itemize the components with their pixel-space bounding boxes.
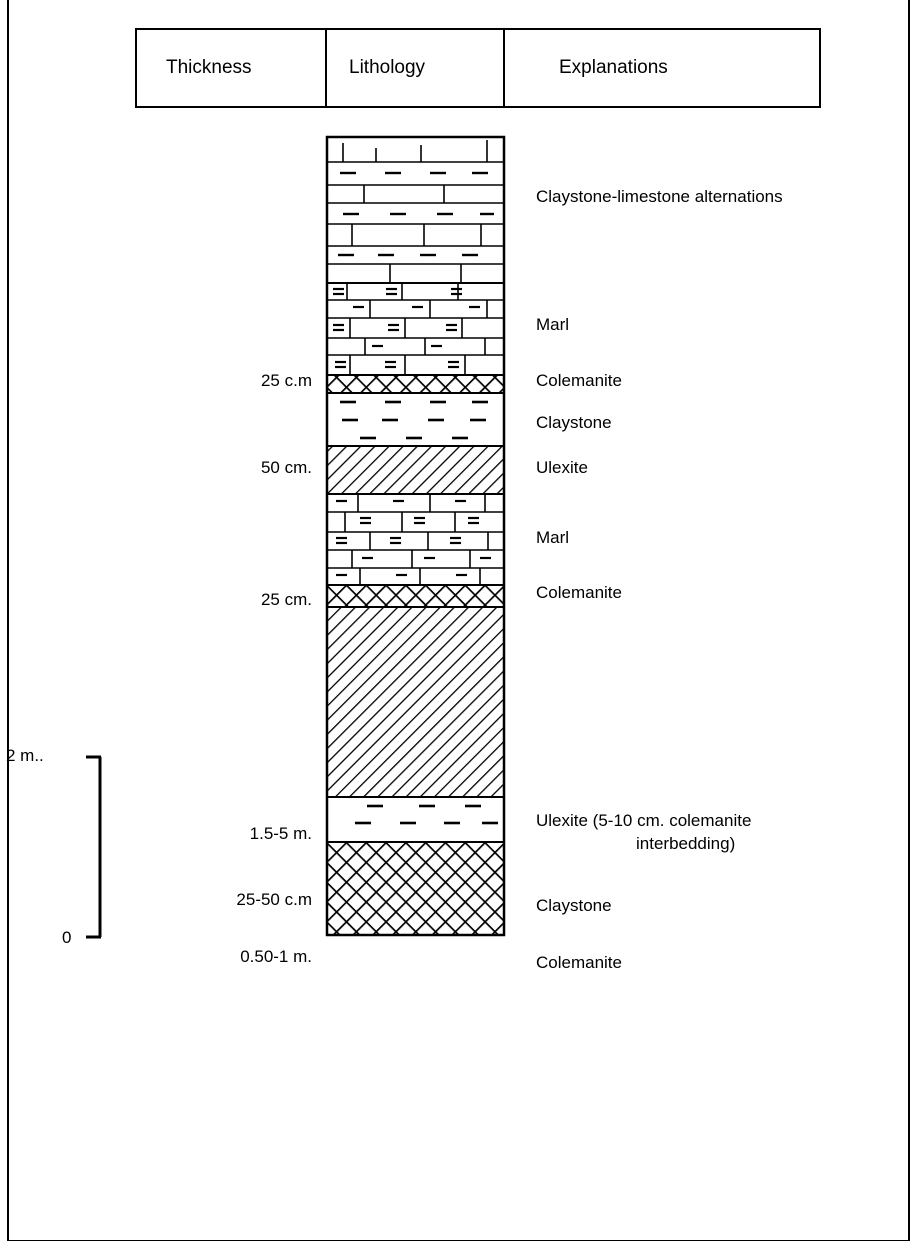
explanation-label: Colemanite [536,371,622,390]
explanation-label: Claystone [536,413,612,432]
explanation-label: Marl [536,315,570,334]
layer-claystone-1 [327,393,504,446]
header-thickness: Thickness [137,30,327,106]
layer-claystone-2 [327,797,504,842]
layer-marl-lower [327,494,504,585]
explanation-label: Claystone-limestone alternations [536,187,783,206]
layer-colemanite-1 [326,374,505,394]
column-header: Thickness Lithology Explanations [135,28,821,108]
ulexite-main-fill [327,607,504,797]
layer-colemanite-3 [327,842,504,935]
explanation-label: Colemanite [536,583,622,602]
thickness-label: 0.50-1 m. [240,947,312,966]
figure-frame [7,0,910,1241]
explanation-label: Marl [536,528,570,547]
explanation-label: Claystone [536,896,612,915]
explanation-label: Colemanite [536,953,622,972]
thickness-label: 25-50 c.m [236,890,312,909]
layer-ulexite-1 [326,445,505,495]
layer-marl-upper [327,282,504,375]
explanation-label: Ulexite (5-10 cm. colemanite [536,811,752,830]
column-outline [325,135,506,937]
layer-limestone-claystone [327,137,504,283]
header-lithology: Lithology [327,30,505,106]
scale-bottom-label: 0 [62,928,72,947]
scale-bar [86,755,102,939]
scale-top-label: 2 m.. [6,746,44,765]
layer-colemanite-2 [326,584,505,608]
thickness-label: 1.5-5 m. [249,824,312,843]
explanation-label: interbedding) [636,834,736,853]
header-explanations: Explanations [559,57,668,78]
thickness-label: 50 cm. [260,458,312,477]
thickness-label: 25 cm. [260,590,312,609]
explanation-label: Ulexite [536,458,588,477]
thickness-label: 25 c.m [260,371,312,390]
